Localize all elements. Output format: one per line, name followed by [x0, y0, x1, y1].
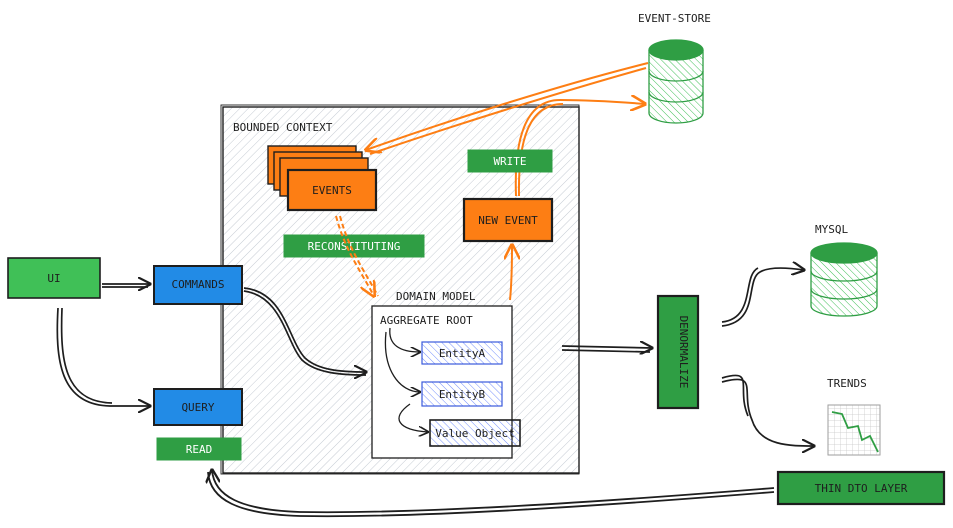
reconstituting-label: RECONSTITUTING: [308, 240, 401, 253]
mysql: MYSQL: [810, 223, 878, 317]
event-store-label: EVENT-STORE: [638, 12, 711, 25]
denormalize-label: DENORMALIZE: [677, 316, 690, 389]
database-icon: [810, 242, 878, 317]
denormalize-box: DENORMALIZE: [656, 294, 700, 410]
thin-dto-layer-box: THIN DTO LAYER: [776, 470, 946, 506]
entity-b: EntityB: [421, 381, 503, 407]
thin-dto-layer-label: THIN DTO LAYER: [815, 482, 908, 495]
new-event-label: NEW EVENT: [478, 214, 538, 227]
read-tag: READ: [156, 437, 242, 461]
domain-model-label: DOMAIN MODEL: [396, 290, 476, 303]
entity-a-label: EntityA: [439, 347, 486, 360]
domain-model: DOMAIN MODEL AGGREGATE ROOT EntityA Enti…: [371, 290, 521, 459]
denormalize-out-arrows: [721, 268, 814, 446]
write-label: WRITE: [493, 155, 526, 168]
ui-arrows: [56, 284, 366, 406]
new-event-box: NEW EVENT: [462, 197, 554, 243]
value-object: Value Object: [429, 419, 521, 447]
dto-return-arrow: [208, 470, 775, 518]
new-event-arrow: [510, 245, 512, 301]
bounded-context-label: BOUNDED CONTEXT: [233, 121, 333, 134]
entity-a: EntityA: [421, 341, 503, 365]
reconstituting-tag: RECONSTITUTING: [283, 234, 425, 258]
mysql-label: MYSQL: [815, 223, 848, 236]
reconstitute-arrow: [335, 215, 379, 296]
write-tag: WRITE: [467, 149, 553, 173]
aggregate-root-label: AGGREGATE ROOT: [380, 314, 473, 327]
database-icon: [648, 39, 704, 124]
commands-box: COMMANDS: [153, 265, 243, 305]
events-stack: EVENTS: [267, 145, 378, 212]
denormalize-arrow: [561, 346, 652, 352]
commands-label: COMMANDS: [172, 278, 225, 291]
event-store: EVENT-STORE: [638, 12, 711, 124]
entity-b-label: EntityB: [439, 388, 486, 401]
value-object-label: Value Object: [435, 427, 514, 440]
read-label: READ: [186, 443, 213, 456]
query-label: QUERY: [181, 401, 214, 414]
ui-box: UI: [7, 257, 101, 299]
trends: TRENDS: [827, 377, 881, 456]
query-box: QUERY: [153, 388, 243, 426]
trends-label: TRENDS: [827, 377, 867, 390]
ui-label: UI: [47, 272, 60, 285]
aggregate-links: [384, 327, 428, 432]
line-chart-icon: [827, 404, 881, 456]
events-label: EVENTS: [312, 184, 352, 197]
